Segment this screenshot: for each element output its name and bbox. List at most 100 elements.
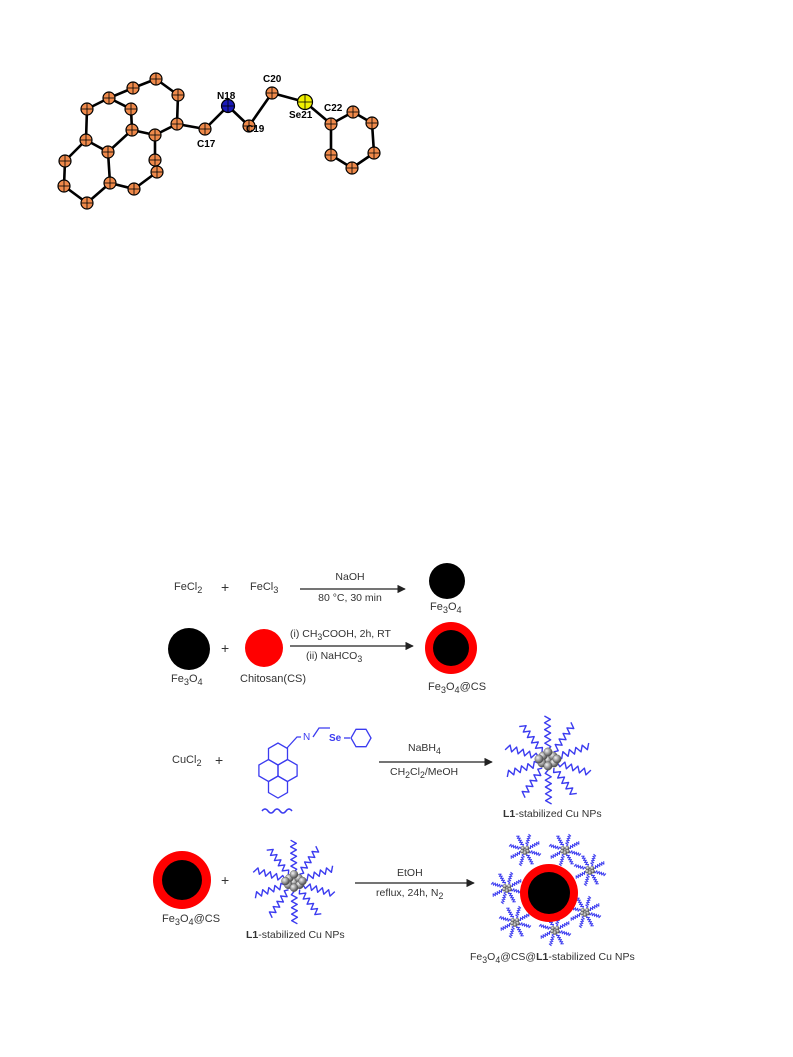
ligand-chain-2 xyxy=(312,727,330,738)
ligand-arm xyxy=(590,853,597,867)
atom-c17 xyxy=(198,122,212,136)
cu-atom xyxy=(289,870,299,879)
ligand-chain-1 xyxy=(286,736,301,749)
ligand-arm xyxy=(525,833,532,847)
atom-a5 xyxy=(80,196,94,210)
ligand-arm xyxy=(583,873,590,887)
atom-label-n18: N18 xyxy=(217,91,236,102)
ligand-arm xyxy=(510,851,522,859)
atom-a6 xyxy=(57,179,71,193)
ligand-arm xyxy=(593,861,605,869)
ligand-arm xyxy=(565,833,572,847)
cu-atom xyxy=(582,912,588,917)
atom-label-c19: C19 xyxy=(246,124,265,135)
atom-a11 xyxy=(126,81,140,95)
atom-a10 xyxy=(125,123,139,137)
ligand-arm xyxy=(500,891,507,905)
ligand-arm xyxy=(568,850,582,857)
reactant-cucl2: CuCl2 xyxy=(172,754,202,769)
ligand-arm xyxy=(593,870,607,877)
ligand-arm xyxy=(254,882,286,899)
fe3o4-cs-core-2 xyxy=(162,860,202,900)
ligand-arm xyxy=(556,835,564,847)
condition-solvent: CH2Cl2/MeOH xyxy=(390,766,459,781)
cu-atom xyxy=(543,747,553,757)
ligand-phenyl-ring xyxy=(350,728,372,748)
cu-atom xyxy=(281,876,290,886)
cu-atom xyxy=(522,850,528,855)
atom-n18 xyxy=(220,98,236,114)
ligand-arm xyxy=(578,915,585,929)
ligand-arm xyxy=(515,905,522,919)
label-final-hybrid: Fe3O4@CS@L1-stabilized Cu NPs xyxy=(470,951,635,966)
ligand-arm xyxy=(518,922,532,929)
ligand-arm xyxy=(299,845,320,875)
atom-a12 xyxy=(149,72,163,86)
ligand-arm xyxy=(528,841,540,849)
cu-atom xyxy=(298,876,307,886)
ligand-l1-structure xyxy=(258,727,372,799)
ligand-arm xyxy=(519,725,544,753)
product-fe3o4: Fe3O4 xyxy=(430,601,462,616)
atom-a18 xyxy=(150,165,164,179)
ligand-arm xyxy=(252,867,286,881)
atom-se21 xyxy=(296,93,314,111)
condition-nahco3: (ii) NaHCO3 xyxy=(306,650,363,665)
bond-c19-c20 xyxy=(247,91,274,128)
atom-label-c20: C20 xyxy=(263,74,282,85)
ligand-arm xyxy=(573,863,587,870)
ligand-arm xyxy=(508,925,515,939)
ligand-arm xyxy=(581,855,589,867)
reactant-fecl3: FeCl3 xyxy=(250,581,279,596)
cu-atom xyxy=(543,761,553,771)
label-fe3o4: Fe3O4 xyxy=(171,673,203,688)
ligand-arm xyxy=(557,761,592,776)
hybrid-fe3o4-core xyxy=(528,872,570,914)
atom-p3 xyxy=(365,116,379,130)
ligand-arm xyxy=(568,841,580,849)
atom-label-c17: C17 xyxy=(197,139,216,150)
plus-sign-2: + xyxy=(221,640,230,656)
ligand-arm xyxy=(585,895,592,909)
label-fe3o4-cs-2: Fe3O4@CS xyxy=(162,913,221,928)
plus-sign-3: + xyxy=(215,752,224,768)
atom-a15 xyxy=(148,128,162,142)
ligand-arm xyxy=(557,742,590,760)
ligand-arm xyxy=(504,744,539,759)
atom-p4 xyxy=(367,146,381,160)
atom-a13 xyxy=(171,88,185,102)
plus-sign-1: + xyxy=(221,579,230,595)
l1-stabilized-cu-np-1 xyxy=(504,715,592,805)
ligand-arm xyxy=(500,923,512,931)
cu-atom xyxy=(534,754,544,764)
ligand-arm xyxy=(570,913,582,921)
atom-a17 xyxy=(127,182,141,196)
ligand-arm xyxy=(550,851,562,859)
product-fe3o4-cs: Fe3O4@CS xyxy=(428,681,487,696)
ligand-arm xyxy=(508,891,516,903)
label-l1-stabilized-cu-nps-2: L1-stabilized Cu NPs xyxy=(246,929,345,941)
ligand-arm xyxy=(518,853,525,867)
atom-p5 xyxy=(345,161,359,175)
ligand-arm xyxy=(521,767,543,798)
l1-stabilized-cu-np-2 xyxy=(252,839,336,925)
condition-temperature-time: 80 °C, 30 min xyxy=(318,592,382,604)
ligand-arm xyxy=(526,853,534,865)
ligand-arm xyxy=(506,760,539,778)
cu-atom xyxy=(562,850,568,855)
atom-c19 xyxy=(242,119,256,133)
ligand-arm xyxy=(591,873,599,885)
ligand-arm xyxy=(268,889,289,919)
atom-label-c22: C22 xyxy=(324,103,343,114)
atom-p2 xyxy=(346,105,360,119)
ligand-arm xyxy=(556,933,564,945)
ligand-arm xyxy=(576,897,584,909)
atom-a4 xyxy=(103,176,117,190)
label-chitosan: Chitosan(CS) xyxy=(240,673,307,685)
ligand-arm xyxy=(492,889,504,897)
atom-a2 xyxy=(79,133,93,147)
cu-atom xyxy=(552,930,558,935)
ligand-arm xyxy=(558,921,570,929)
fe3o4-particle-1 xyxy=(429,563,465,599)
